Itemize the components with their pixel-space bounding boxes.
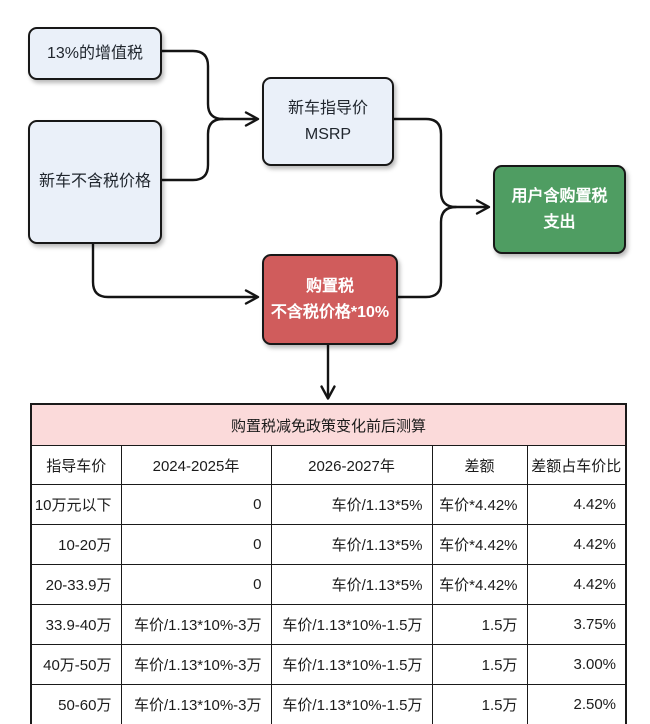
cell-price-range: 10-20万: [30, 524, 122, 565]
cell-difference: 1.5万: [431, 684, 528, 724]
table-row: 20-33.9万 0 车价/1.13*5% 车价*4.42% 4.42%: [30, 564, 627, 605]
cell-2026-2027: 车价/1.13*10%-1.5万: [270, 684, 433, 724]
node-purchase-tax-line2: 不含税价格*10%: [270, 303, 390, 321]
node-user-cost: 用户含购置税 支出: [493, 165, 626, 254]
cell-price-range: 33.9-40万: [30, 604, 122, 645]
col-header-2026-2027: 2026-2027年: [270, 445, 433, 485]
node-msrp: 新车指导价 MSRP: [262, 77, 394, 166]
cell-2026-2027: 车价/1.13*10%-1.5万: [270, 604, 433, 645]
cell-2024-2025: 车价/1.13*10%-3万: [120, 684, 272, 724]
arrowhead-usercost: [475, 199, 491, 215]
node-pretax-price-label: 新车不含税价格: [38, 173, 151, 190]
table-row: 10-20万 0 车价/1.13*5% 车价*4.42% 4.42%: [30, 524, 627, 565]
col-header-difference: 差额: [431, 445, 528, 485]
table-row: 50-60万 车价/1.13*10%-3万 车价/1.13*10%-1.5万 1…: [30, 684, 627, 724]
cell-2024-2025: 0: [120, 484, 272, 525]
edge-tax-to-usercost: [392, 205, 458, 299]
col-header-2024-2025: 2024-2025年: [120, 445, 272, 485]
cell-diff-ratio: 4.42%: [526, 564, 627, 605]
arrowhead-tax: [244, 289, 260, 305]
cell-2024-2025: 0: [120, 524, 272, 565]
cell-2026-2027: 车价/1.13*5%: [270, 484, 433, 525]
edge-pretax-to-msrp: [156, 117, 225, 182]
cell-price-range: 10万元以下: [30, 484, 122, 525]
cell-2026-2027: 车价/1.13*10%-1.5万: [270, 644, 433, 685]
col-header-diff-ratio: 差额占车价比: [526, 445, 627, 485]
table-row: 40万-50万 车价/1.13*10%-3万 车价/1.13*10%-1.5万 …: [30, 644, 627, 685]
cell-price-range: 50-60万: [30, 684, 122, 724]
table-header-row: 指导车价 2024-2025年 2026-2027年 差额 差额占车价比: [30, 445, 627, 485]
cell-2024-2025: 车价/1.13*10%-3万: [120, 604, 272, 645]
edge-vat-to-msrp: [156, 49, 257, 121]
table-title-row: 购置税减免政策变化前后测算: [30, 403, 627, 446]
cell-price-range: 20-33.9万: [30, 564, 122, 605]
node-msrp-line2: MSRP: [304, 125, 352, 143]
policy-comparison-table: 购置税减免政策变化前后测算 指导车价 2024-2025年 2026-2027年…: [30, 403, 628, 724]
node-msrp-line1: 新车指导价: [287, 99, 368, 117]
cell-diff-ratio: 4.42%: [526, 524, 627, 565]
cell-diff-ratio: 4.42%: [526, 484, 627, 525]
cell-2024-2025: 0: [120, 564, 272, 605]
node-user-cost-line1: 用户含购置税: [511, 187, 608, 205]
cell-2026-2027: 车价/1.13*5%: [270, 564, 433, 605]
node-vat-label: 13%的增值税: [46, 44, 144, 62]
node-pretax-price: 新车不含税价格: [28, 120, 162, 244]
table-row: 10万元以下 0 车价/1.13*5% 车价*4.42% 4.42%: [30, 484, 627, 525]
cell-difference: 车价*4.42%: [431, 524, 528, 565]
edge-msrp-to-usercost: [388, 117, 488, 209]
node-vat: 13%的增值税: [28, 27, 162, 80]
flow-arrows: [91, 49, 491, 400]
edge-pretax-to-tax: [91, 238, 257, 299]
cell-price-range: 40万-50万: [30, 644, 122, 685]
cell-difference: 车价*4.42%: [431, 564, 528, 605]
table-row: 33.9-40万 车价/1.13*10%-3万 车价/1.13*10%-1.5万…: [30, 604, 627, 645]
table-title: 购置税减免政策变化前后测算: [30, 403, 627, 446]
cell-difference: 1.5万: [431, 604, 528, 645]
cell-difference: 车价*4.42%: [431, 484, 528, 525]
node-purchase-tax: 购置税 不含税价格*10%: [262, 254, 398, 345]
arrowhead-msrp: [244, 111, 260, 127]
cell-diff-ratio: 2.50%: [526, 684, 627, 724]
col-header-price-range: 指导车价: [30, 445, 122, 485]
cell-difference: 1.5万: [431, 644, 528, 685]
node-user-cost-line2: 支出: [543, 213, 576, 231]
cell-2024-2025: 车价/1.13*10%-3万: [120, 644, 272, 685]
cell-diff-ratio: 3.00%: [526, 644, 627, 685]
arrowhead-table: [320, 385, 336, 400]
cell-diff-ratio: 3.75%: [526, 604, 627, 645]
node-purchase-tax-line1: 购置税: [305, 277, 354, 295]
cell-2026-2027: 车价/1.13*5%: [270, 524, 433, 565]
